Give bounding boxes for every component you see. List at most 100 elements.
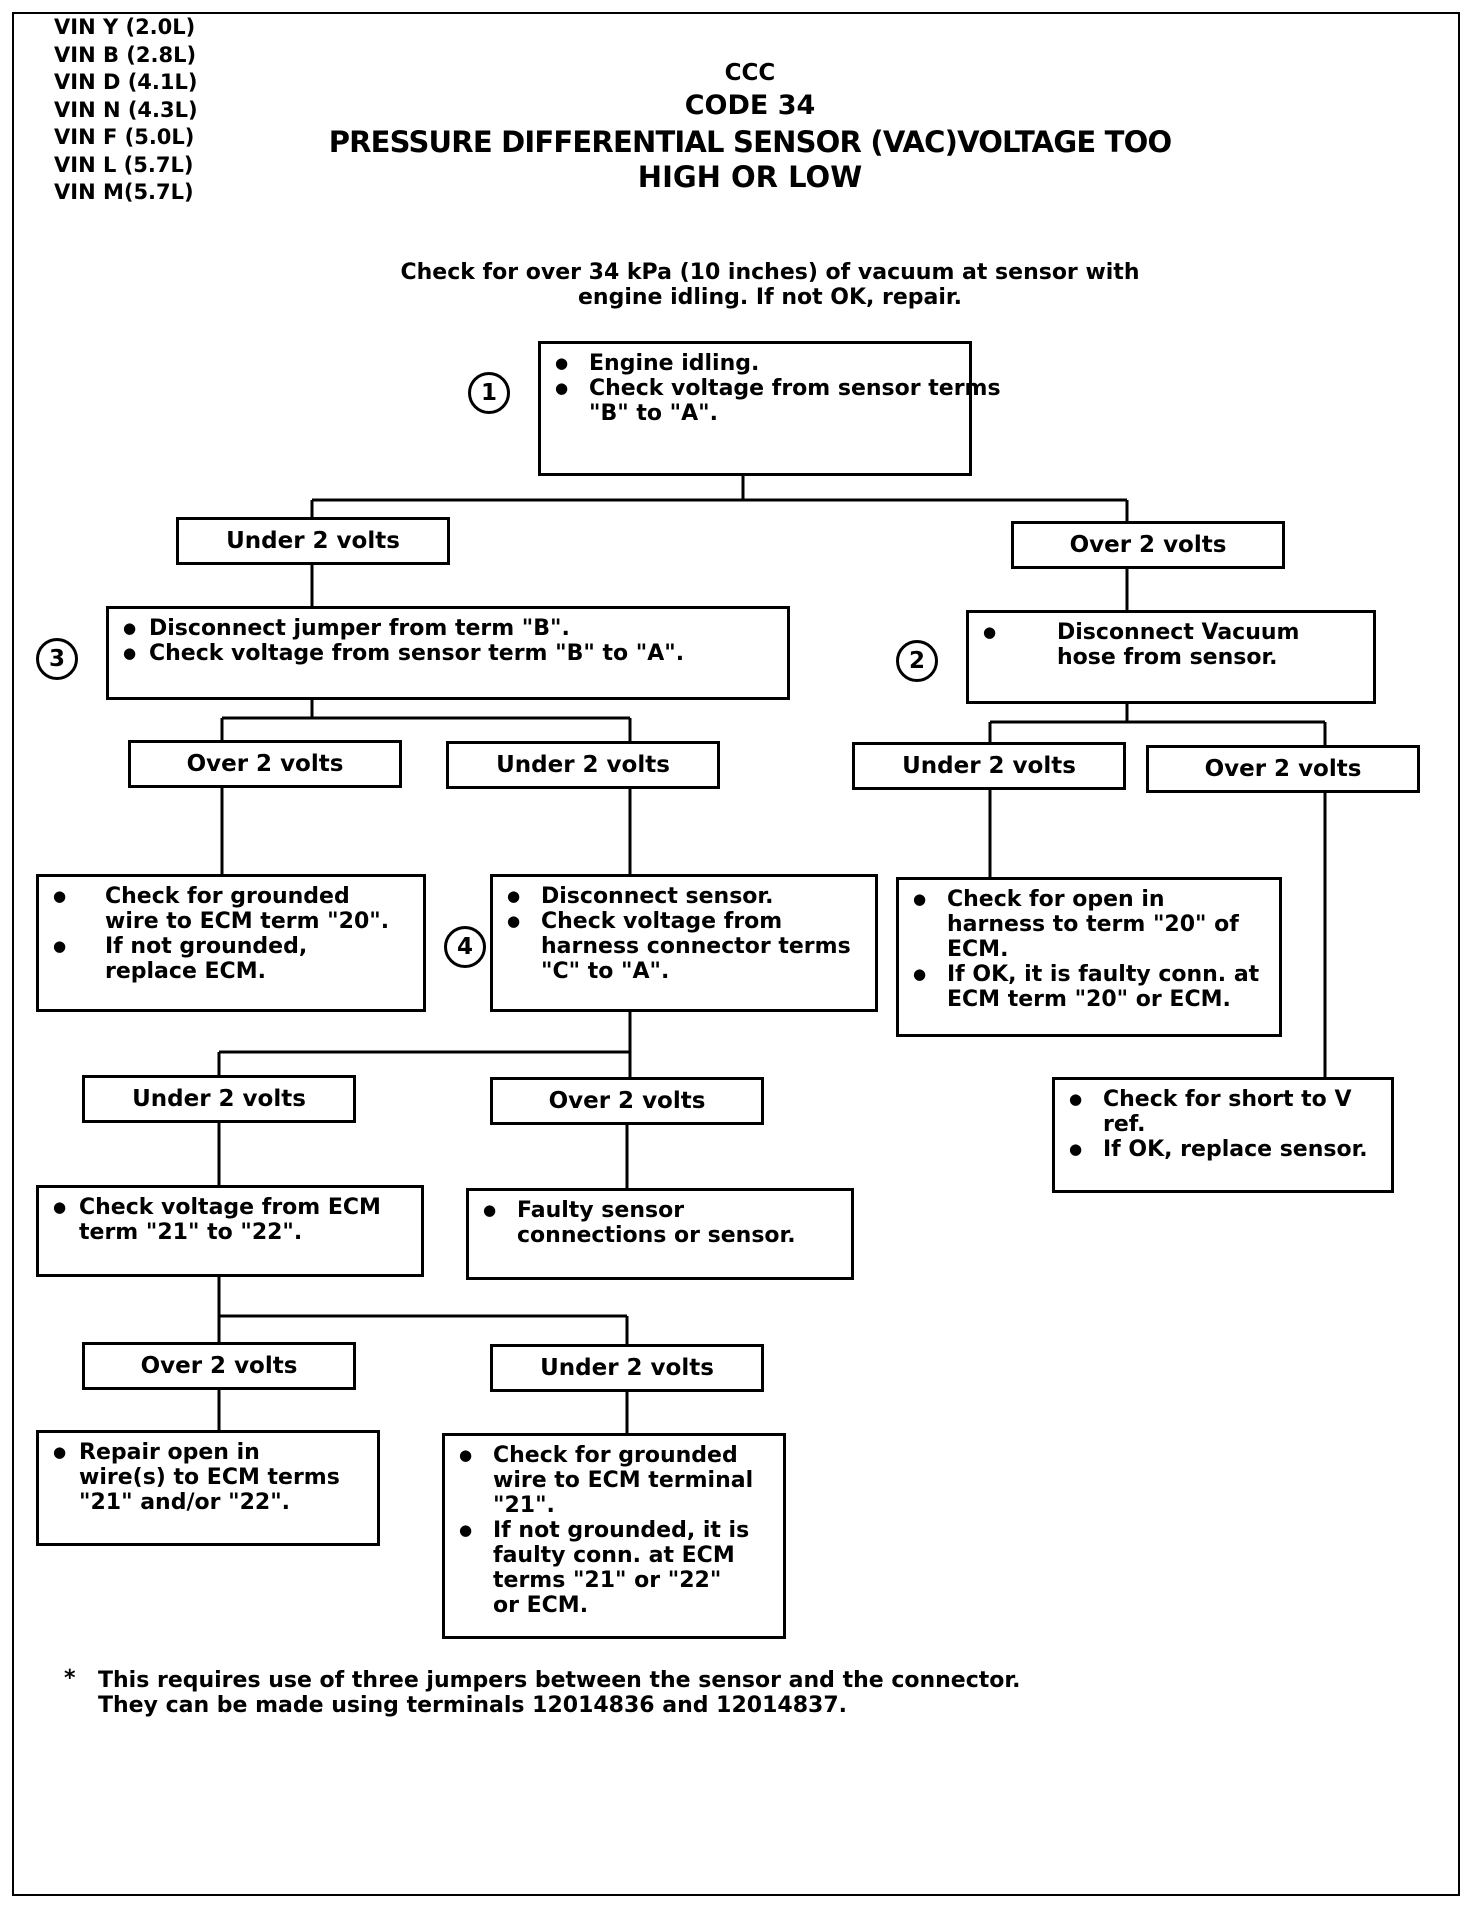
step1-box: Engine idling. Check voltage from sensor… [538, 341, 1001, 476]
grounded-wire-21-item-cont: or ECM. [455, 1593, 773, 1618]
step1-item-cont-text: "B" to "A". [589, 401, 718, 426]
repair-open-item-cont-text: wire(s) to ECM terms [79, 1465, 340, 1490]
grounded-wire-21-item-cont-text: terms "21" or "22" [493, 1568, 722, 1593]
grounded-wire-20-item: Check for grounded [49, 884, 413, 909]
header-title: PRESSURE DIFFERENTIAL SENSOR (VAC)VOLTAG… [328, 125, 1172, 159]
short-vref-item-cont: ref. [1065, 1112, 1381, 1137]
vin-item: VIN M(5.7L) [54, 180, 194, 204]
step-marker-1: 1 [468, 372, 510, 414]
label-under-2-volts: Under 2 volts [490, 1344, 764, 1392]
vin-item: VIN B (2.8L) [54, 42, 197, 67]
grounded-wire-21-box: Check for grounded wire to ECM terminal … [442, 1433, 786, 1639]
header-code: CODE 34 [684, 90, 816, 121]
grounded-wire-20-item-cont: wire to ECM term "20". [49, 909, 413, 934]
ecm-21-22-box: Check voltage from ECM term "21" to "22"… [36, 1185, 424, 1277]
open-harness-20-item-cont-text: ECM term "20" or ECM. [947, 987, 1231, 1012]
label-under-2-volts: Under 2 volts [852, 742, 1126, 790]
step1-item: Engine idling. [551, 351, 959, 376]
step2-item-cont-text: hose from sensor. [1057, 645, 1278, 670]
vin-item: VIN L (5.7L) [54, 152, 194, 177]
ecm-21-22-item: Check voltage from ECM [49, 1195, 411, 1220]
open-harness-20-item-cont: ECM. [909, 937, 1269, 962]
short-vref-item: If OK, replace sensor. [1065, 1137, 1381, 1162]
vin-item: VIN D (4.1L) [54, 70, 198, 94]
grounded-wire-20-box: Check for grounded wire to ECM term "20"… [36, 874, 426, 1012]
header-system: CCC [724, 60, 776, 86]
step4-item: Disconnect sensor. [503, 884, 865, 909]
step3-item: Disconnect jumper from term "B". [119, 616, 777, 641]
grounded-wire-21-item: Check for grounded [455, 1443, 773, 1468]
label-over-2-volts: Over 2 volts [1146, 745, 1420, 793]
step4-item: Check voltage from [503, 909, 865, 934]
label-under-2-volts: Under 2 volts [82, 1075, 356, 1123]
label-over-2-volts: Over 2 volts [1011, 521, 1285, 569]
grounded-wire-20-item-cont-text: replace ECM. [105, 959, 266, 984]
vin-item: VIN N (4.3L) [54, 97, 198, 122]
open-harness-20-item-cont: harness to term "20" of [909, 912, 1269, 937]
step-marker-3: 3 [36, 638, 78, 680]
repair-open-item-cont: wire(s) to ECM terms [49, 1465, 367, 1490]
step2-box: Disconnect Vacuum hose from sensor. [966, 610, 1376, 704]
step1-item-cont: "B" to "A". [551, 401, 959, 426]
repair-open-item-cont: "21" and/or "22". [49, 1490, 367, 1515]
grounded-wire-21-item-cont-text: or ECM. [493, 1593, 589, 1618]
step3-box: Disconnect jumper from term "B". Check v… [106, 606, 790, 700]
step2-item-cont: hose from sensor. [979, 645, 1363, 670]
short-vref-box: Check for short to V ref. If OK, replace… [1052, 1077, 1394, 1193]
step-marker-2: 2 [896, 640, 938, 682]
intro-line: engine idling. If not OK, repair. [577, 285, 963, 310]
grounded-wire-20-item: If not grounded, [49, 934, 413, 959]
open-harness-20-item-cont: ECM term "20" or ECM. [909, 987, 1269, 1012]
grounded-wire-20-item-cont-text: wire to ECM term "20". [105, 909, 390, 934]
open-harness-20-item-cont-text: ECM. [947, 937, 1009, 962]
ecm-21-22-item-cont: term "21" to "22". [49, 1220, 411, 1245]
grounded-wire-21-item-cont: terms "21" or "22" [455, 1568, 773, 1593]
grounded-wire-21-item-cont: "21". [455, 1493, 773, 1518]
faulty-sensor-item-cont-text: connections or sensor. [517, 1223, 796, 1248]
repair-open-box: Repair open in wire(s) to ECM terms "21"… [36, 1430, 380, 1546]
grounded-wire-21-item-cont: wire to ECM terminal [455, 1468, 773, 1493]
grounded-wire-21-item-cont-text: faulty conn. at ECM [493, 1543, 735, 1568]
label-over-2-volts: Over 2 volts [82, 1342, 356, 1390]
label-under-2-volts: Under 2 volts [446, 741, 720, 789]
faulty-sensor-box: Faulty sensor connections or sensor. [466, 1188, 854, 1280]
step4-item-cont-text: "C" to "A". [541, 959, 670, 984]
short-vref-item: Check for short to V [1065, 1087, 1381, 1112]
grounded-wire-20-item-cont: replace ECM. [49, 959, 413, 984]
footnote-line: They can be made using terminals 1201483… [98, 1693, 847, 1718]
label-over-2-volts: Over 2 volts [128, 740, 402, 788]
ecm-21-22-item-cont-text: term "21" to "22". [79, 1220, 303, 1245]
step4-item-cont: harness connector terms [503, 934, 865, 959]
repair-open-item-cont-text: "21" and/or "22". [79, 1490, 291, 1515]
step4-item-cont-text: harness connector terms [541, 934, 851, 959]
open-harness-20-item: If OK, it is faulty conn. at [909, 962, 1269, 987]
step1-item: Check voltage from sensor terms [551, 376, 1001, 401]
label-over-2-volts: Over 2 volts [490, 1077, 764, 1125]
grounded-wire-21-item: If not grounded, it is [455, 1518, 773, 1543]
step-marker-4: 4 [444, 926, 486, 968]
grounded-wire-21-item-cont-text: wire to ECM terminal [493, 1468, 754, 1493]
open-harness-20-box: Check for open in harness to term "20" o… [896, 877, 1282, 1037]
vin-list: VIN Y (2.0L) VIN B (2.8L) VIN D (4.1L) V… [54, 14, 198, 207]
header-title-cont: HIGH OR LOW [637, 160, 863, 194]
vin-item: VIN Y (2.0L) [54, 15, 196, 39]
grounded-wire-21-item-cont-text: "21". [493, 1493, 555, 1518]
footnote-line: This requires use of three jumpers betwe… [98, 1668, 1021, 1693]
faulty-sensor-item-cont: connections or sensor. [479, 1223, 841, 1248]
repair-open-item: Repair open in [49, 1440, 367, 1465]
step2-item: Disconnect Vacuum [979, 620, 1363, 645]
step4-item-cont: "C" to "A". [503, 959, 865, 984]
short-vref-item-cont-text: ref. [1103, 1112, 1146, 1137]
vin-item: VIN F (5.0L) [54, 125, 195, 149]
open-harness-20-item: Check for open in [909, 887, 1269, 912]
footnote-asterisk: * [64, 1666, 76, 1691]
step3-item: Check voltage from sensor term "B" to "A… [119, 641, 777, 666]
grounded-wire-21-item-cont: faulty conn. at ECM [455, 1543, 773, 1568]
footnote: * This requires use of three jumpers bet… [64, 1666, 1021, 1718]
step4-box: Disconnect sensor. Check voltage from ha… [490, 874, 878, 1012]
faulty-sensor-item: Faulty sensor [479, 1198, 841, 1223]
open-harness-20-item-cont-text: harness to term "20" of [947, 912, 1239, 937]
label-under-2-volts: Under 2 volts [176, 517, 450, 565]
page-frame [12, 12, 1460, 1896]
